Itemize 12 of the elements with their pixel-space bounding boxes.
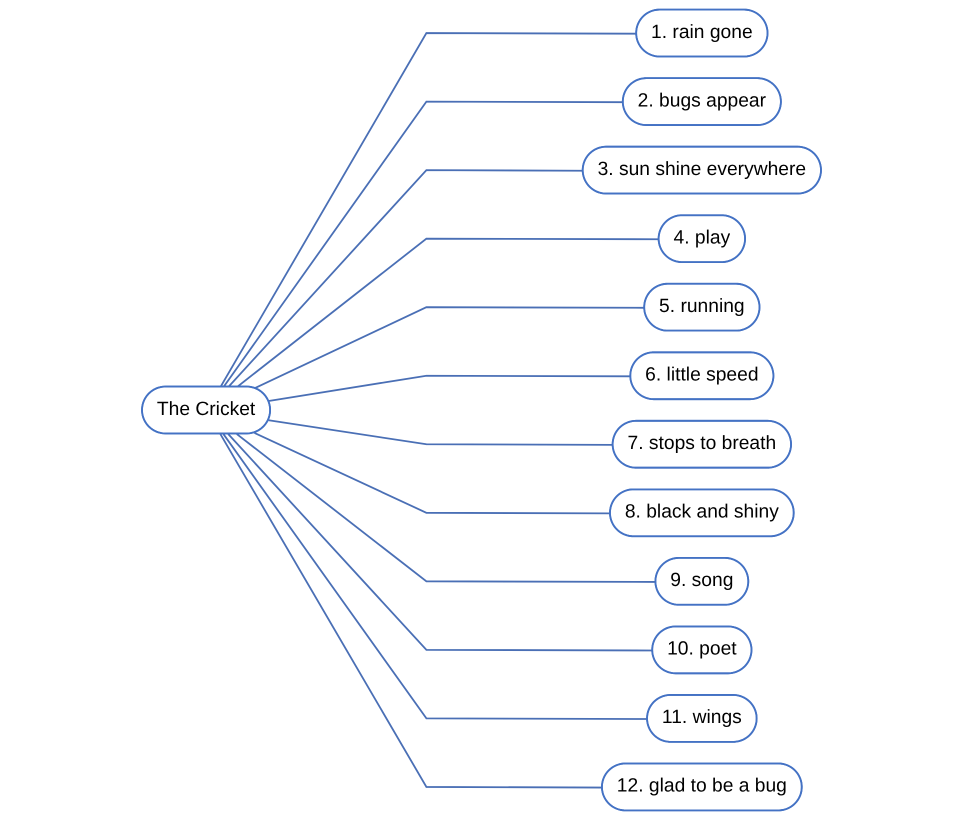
connector: [268, 419, 614, 446]
connector: [228, 433, 653, 652]
connector: [254, 306, 645, 390]
connector: [228, 169, 584, 388]
connector: [268, 374, 631, 402]
connector: [222, 100, 624, 388]
connector: [222, 434, 648, 720]
connector: [220, 32, 637, 388]
connector: [220, 434, 603, 788]
connector: [236, 433, 656, 583]
connector: [254, 432, 611, 514]
connector: [236, 238, 660, 388]
